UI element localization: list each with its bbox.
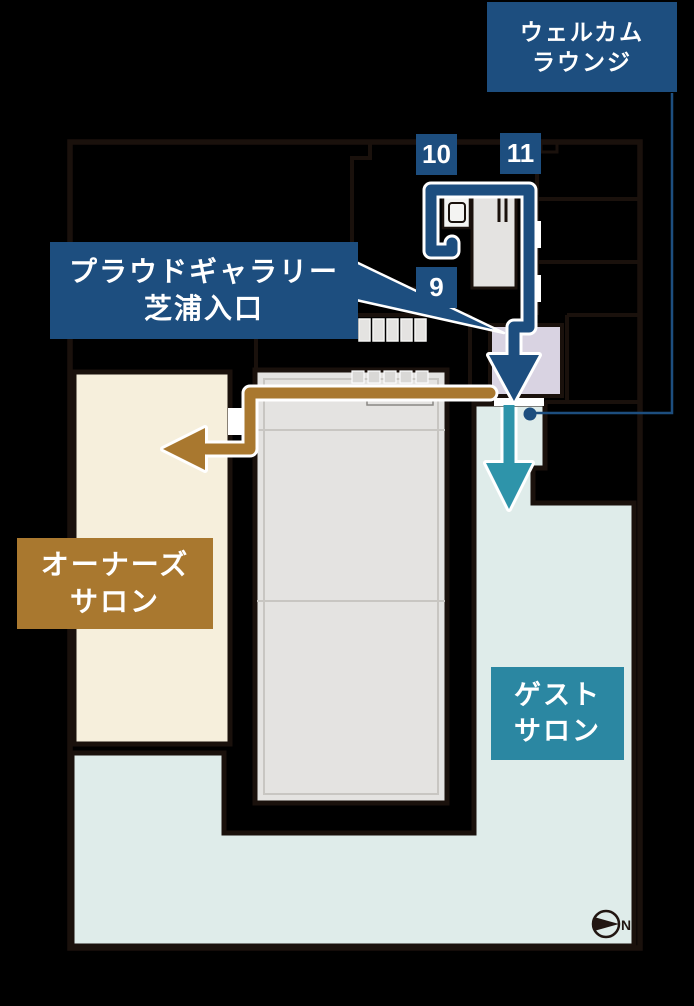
welcome-location-dot [523, 407, 537, 421]
route-marker-9: 9 [416, 267, 457, 308]
entrance-steps [358, 318, 427, 342]
welcome-lounge-label: ウェルカム ラウンジ [487, 2, 677, 92]
core-top-bumps [351, 370, 429, 384]
route-teal-arrowhead [486, 463, 532, 509]
stairs [470, 190, 518, 290]
guest-salon-line1: ゲスト [514, 679, 601, 710]
route-marker-10: 10 [416, 134, 457, 175]
guest-salon-line2: サロン [514, 715, 601, 746]
route-navy [422, 181, 542, 404]
gallery-entrance-callout: プラウドギャラリー 芝浦入口 [50, 242, 358, 339]
gallery-entrance-line2: 芝浦入口 [143, 292, 264, 324]
route-brown-line [200, 387, 496, 455]
compass-north-label: N [621, 917, 631, 933]
owners-salon-line2: サロン [69, 585, 160, 617]
owners-salon-label: オーナーズ サロン [17, 538, 213, 629]
wall-notch [539, 140, 559, 154]
route-brown [160, 384, 499, 473]
route-teal [483, 405, 535, 512]
guest-salon-label: ゲスト サロン [491, 667, 624, 760]
route-navy-line [425, 184, 535, 368]
core-inner-outline [263, 378, 439, 795]
route-navy-arrowhead [489, 355, 539, 401]
welcome-lounge-line2: ラウンジ [532, 49, 632, 75]
gallery-entrance-line1: プラウドギャラリー [68, 255, 339, 287]
owners-salon-line1: オーナーズ [40, 548, 190, 580]
central-core-block [252, 367, 450, 806]
route-brown-arrowhead [163, 428, 205, 470]
route-marker-11: 11 [500, 133, 541, 174]
restroom-fixture [448, 202, 466, 223]
corridor-wall [350, 142, 372, 250]
welcome-leader-line [536, 93, 674, 415]
welcome-lounge-line1: ウェルカム [519, 18, 645, 45]
compass-icon: N [591, 909, 631, 939]
